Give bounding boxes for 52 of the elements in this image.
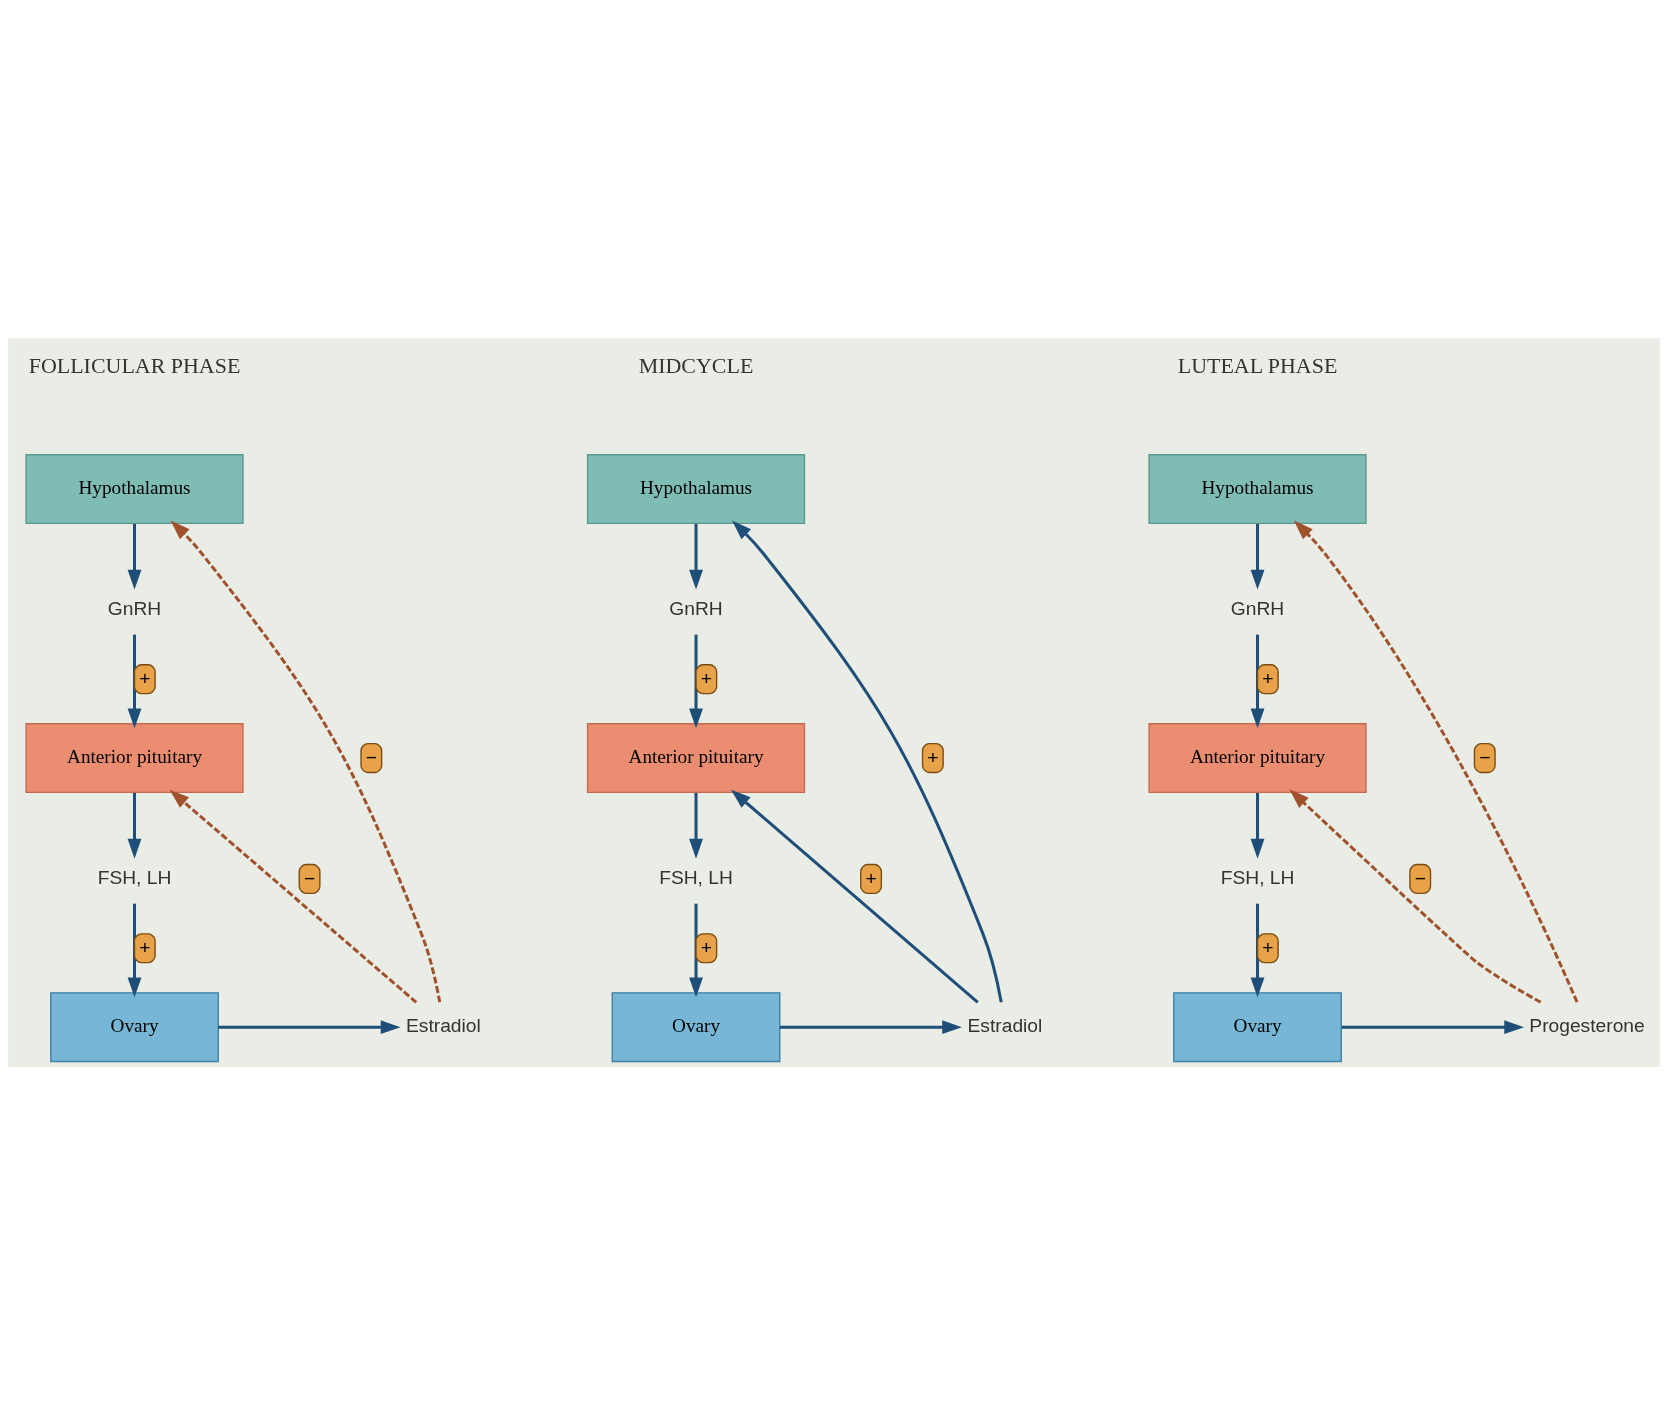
edge-label: + — [139, 667, 151, 689]
edge-label: + — [139, 936, 151, 958]
edge-label: + — [700, 936, 713, 958]
arrow — [170, 519, 442, 1002]
node-text: FSH, LH — [1220, 866, 1295, 888]
label: FOLLICULAR PHASE — [28, 352, 241, 378]
arrow — [218, 1019, 401, 1034]
edge-label: − — [1414, 867, 1426, 889]
arrow — [127, 792, 142, 859]
edge-label: − — [304, 867, 316, 889]
node-text: GnRH — [107, 597, 162, 619]
arrow — [689, 792, 703, 859]
node-text: GnRH — [669, 597, 723, 619]
edge-label: + — [700, 667, 713, 689]
node-box: Ovary — [50, 991, 219, 1062]
arrow — [127, 634, 142, 728]
edge-label: − — [365, 746, 378, 768]
arrow — [732, 519, 1003, 1002]
label: MIDCYCLE — [638, 352, 754, 378]
arrow — [689, 523, 703, 590]
node-box: Anterior pituitary — [1148, 722, 1367, 793]
arrow — [1293, 519, 1579, 1003]
edge-label: + — [1262, 936, 1274, 958]
edge-label: + — [865, 867, 877, 889]
arrow — [779, 1019, 963, 1034]
edge-label: + — [1262, 667, 1274, 689]
node-box: Anterior pituitary — [586, 722, 806, 793]
node-text: Estradiol — [967, 1014, 1043, 1036]
arrow — [1289, 788, 1542, 1004]
arrow — [127, 903, 142, 997]
node-box: Ovary — [611, 991, 781, 1062]
node-box: Hypothalamus — [25, 453, 244, 524]
edge-label: − — [1479, 746, 1491, 768]
node-box: Hypothalamus — [1148, 453, 1367, 524]
node-text: FSH, LH — [659, 866, 733, 888]
node-text: GnRH — [1230, 597, 1285, 619]
arrow — [1250, 792, 1265, 859]
arrow — [1250, 634, 1265, 728]
arrow — [1341, 1019, 1525, 1034]
arrow — [731, 789, 979, 1004]
node-text: Estradiol — [406, 1014, 481, 1036]
arrow — [1250, 523, 1265, 590]
node-text: FSH, LH — [97, 866, 172, 888]
arrow — [169, 789, 418, 1004]
node-box: Hypothalamus — [586, 453, 806, 524]
label: LUTEAL PHASE — [1177, 352, 1338, 378]
arrow — [1250, 903, 1265, 997]
edge-label: + — [927, 746, 939, 768]
arrow — [127, 523, 142, 590]
node-box: Ovary — [1173, 991, 1342, 1062]
node-box: Anterior pituitary — [25, 722, 244, 793]
node-text: Progesterone — [1529, 1014, 1645, 1036]
